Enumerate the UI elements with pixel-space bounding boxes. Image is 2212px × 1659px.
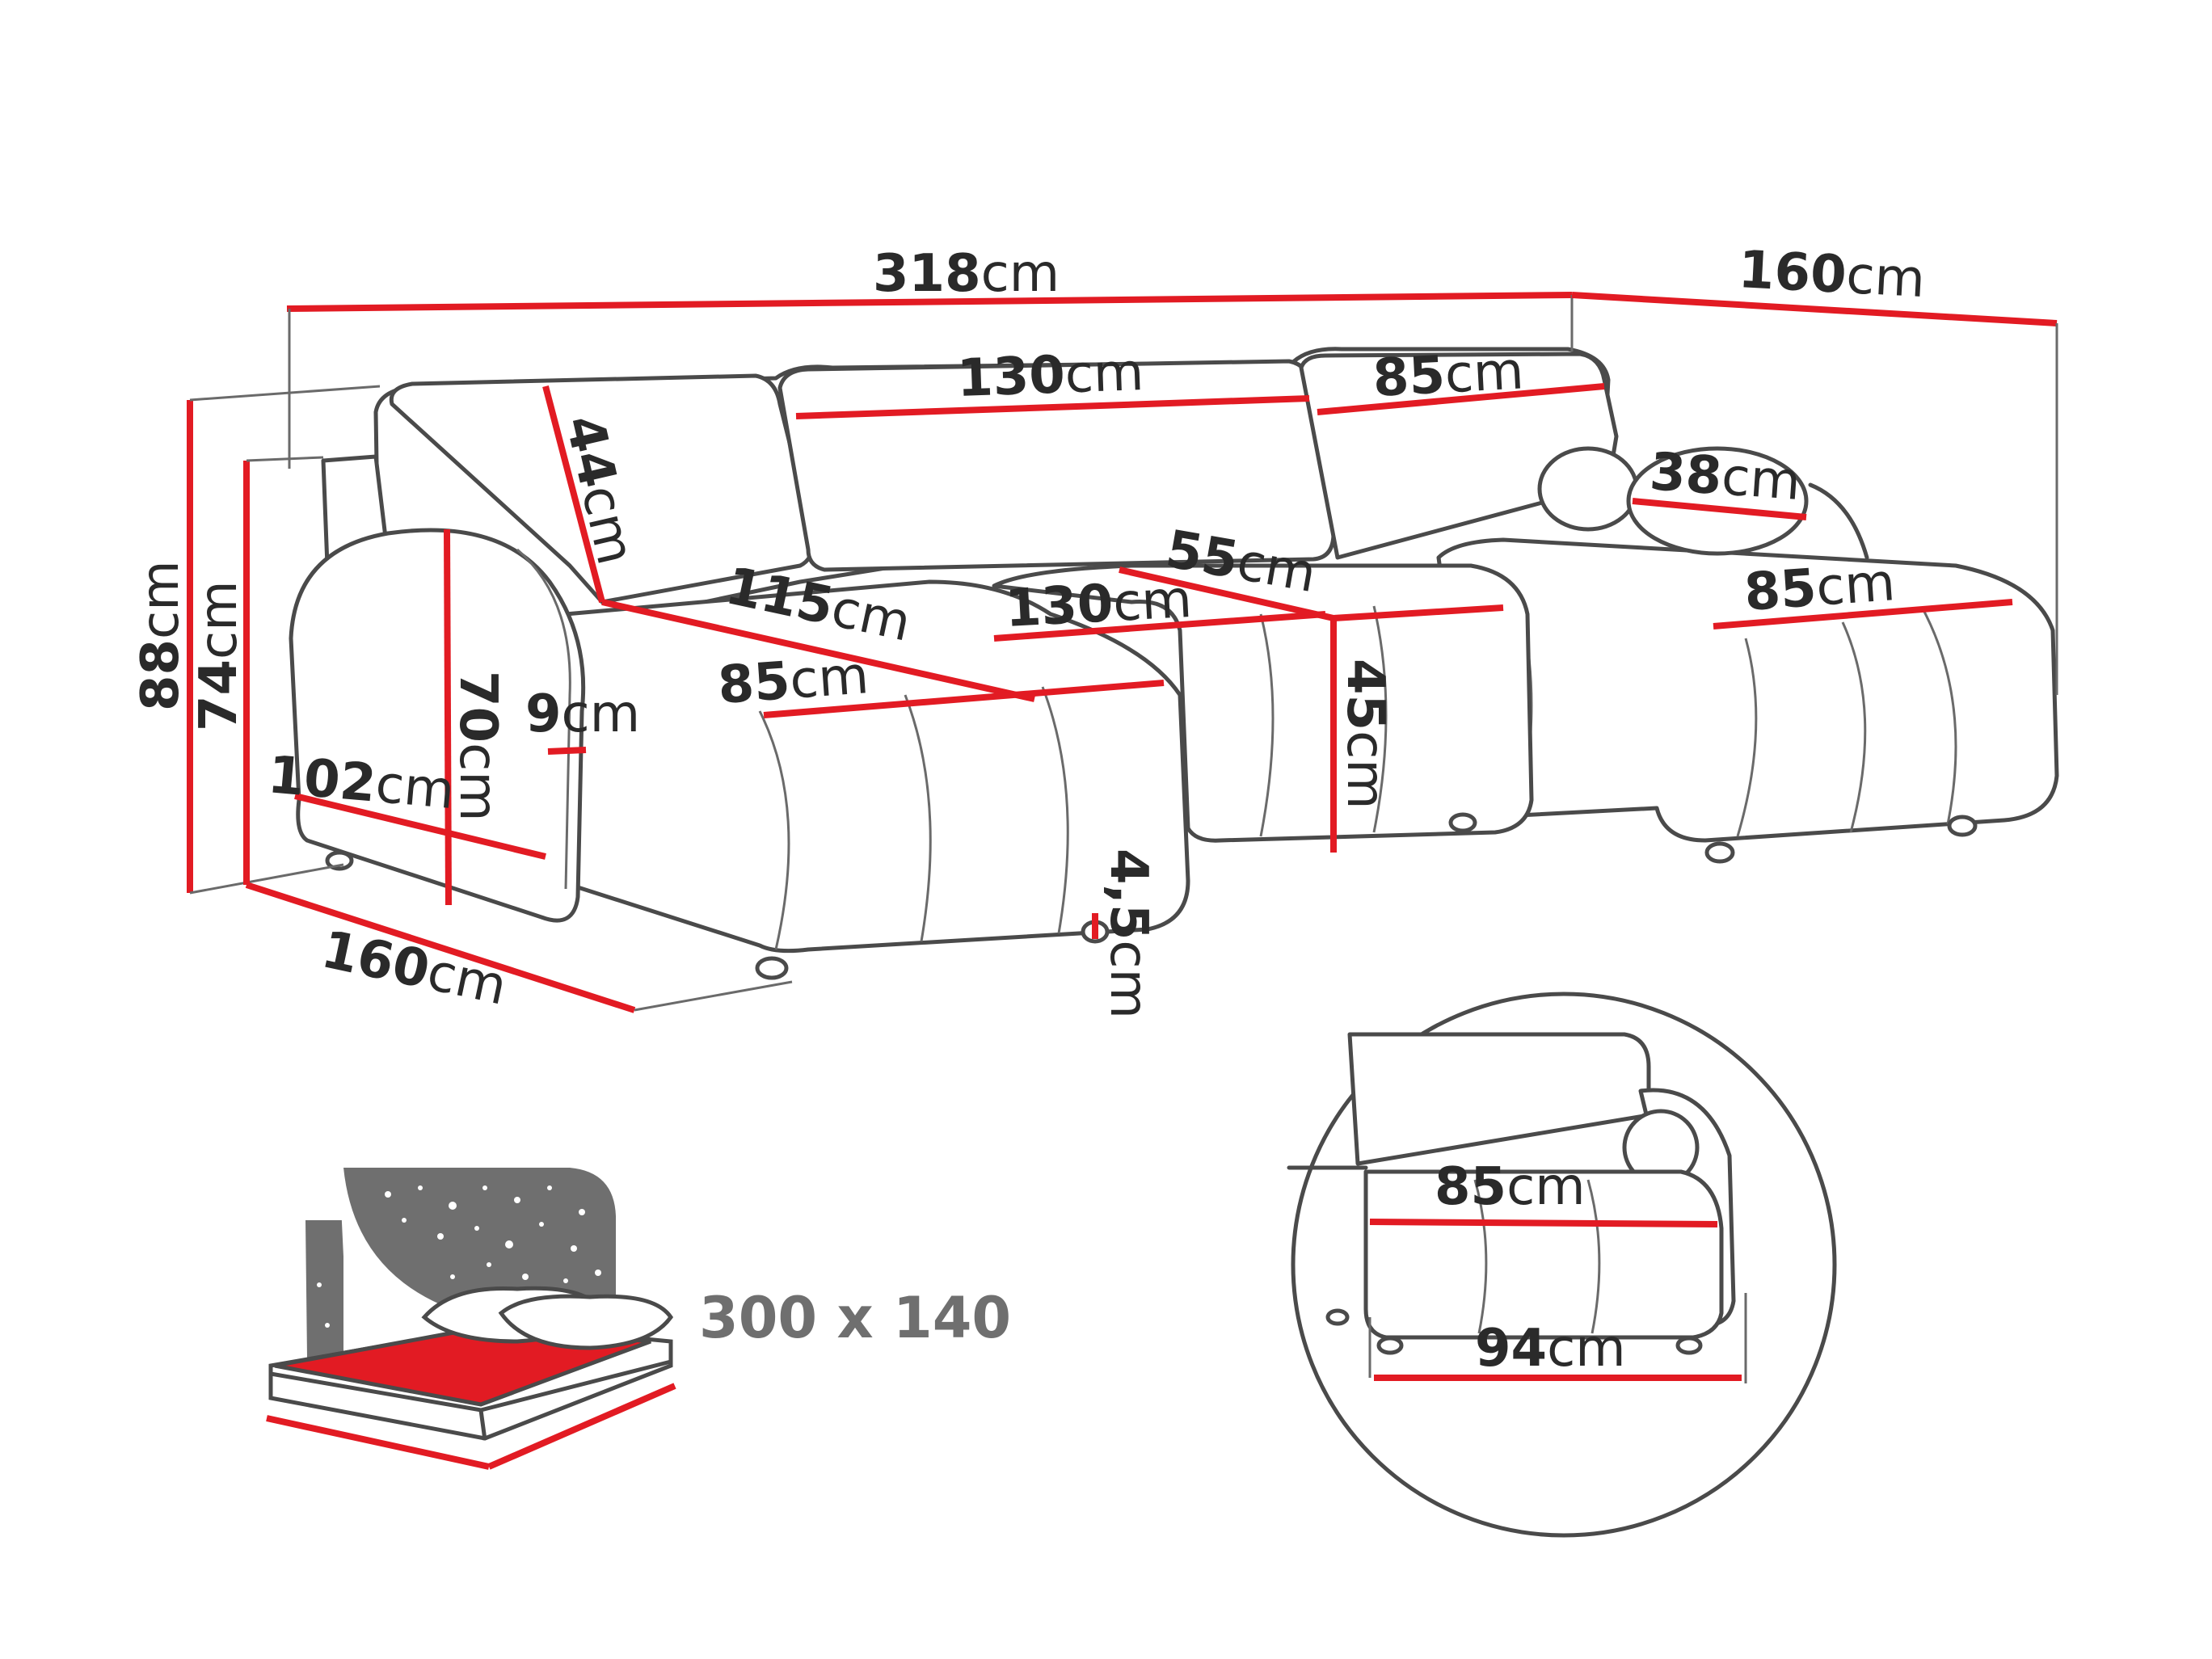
label-130-seat: 130cm	[1004, 570, 1194, 639]
detail-seam-1	[1473, 1179, 1488, 1334]
label-85-chaise: 85cm	[1742, 553, 1897, 623]
sofa-drawing	[289, 347, 2059, 980]
chaise-seam-3	[1922, 609, 1957, 825]
detail-foot-2	[1675, 1336, 1703, 1355]
detail-label-94: 94cm	[1475, 1319, 1626, 1379]
label-85-back: 85cm	[1371, 341, 1525, 409]
foot-5	[1704, 841, 1735, 864]
dim-line-85-left	[763, 680, 1165, 718]
label-85-left: 85cm	[716, 646, 870, 716]
dim-line-160-left	[245, 882, 636, 1013]
detail-label-85: 85cm	[1435, 1157, 1586, 1217]
stars	[317, 1185, 601, 1328]
foot-4	[1448, 812, 1477, 833]
dim-line-70	[444, 528, 452, 906]
armrest-inner-curve	[516, 548, 571, 890]
dim-line-55b	[1333, 604, 1504, 621]
ext-88-bottom	[189, 863, 344, 895]
ext-160-left	[634, 980, 793, 1012]
label-45: 45cm	[1335, 659, 1395, 810]
dimension-lines	[187, 292, 2058, 1013]
dim-line-318	[286, 292, 1573, 312]
ext-88-top	[189, 385, 381, 402]
seat-cushion-left	[555, 579, 1190, 954]
armrest-left	[289, 528, 586, 923]
label-74: 74cm	[189, 580, 249, 731]
foot-1	[325, 850, 354, 871]
backrest-cushion-left	[389, 373, 815, 604]
label-318: 318cm	[873, 244, 1060, 304]
label-9: 9cm	[525, 684, 640, 744]
dim-line-38	[1632, 498, 1807, 520]
label-88: 88cm	[131, 560, 191, 711]
dim-line-85-chaise	[1713, 599, 2013, 629]
sleeping-area-label: 300 x 140	[699, 1285, 1011, 1351]
label-70: 70cm	[448, 671, 508, 822]
seat-seam-middle-1	[1259, 613, 1275, 837]
label-55: 55cm	[1161, 520, 1321, 604]
dimension-labels: 318cm 160cm 130cm 85cm 38cm 44cm 115cm 1…	[131, 240, 1927, 1019]
seat-seam-left-2	[904, 694, 932, 942]
detail-dim-line-85	[1369, 1219, 1718, 1227]
chaise-arm-curve	[1808, 482, 1869, 560]
pillow-front	[1626, 446, 1809, 556]
dim-line-85-back	[1317, 383, 1605, 415]
dim-line-130-back	[795, 395, 1310, 419]
detail-foot-1	[1376, 1336, 1404, 1355]
sleeping-area: 300 x 140	[266, 1168, 1011, 1470]
dim-line-115	[601, 599, 1035, 702]
dim-line-102	[294, 793, 546, 860]
bed-dim-line	[266, 1415, 490, 1470]
label-38: 38cm	[1648, 442, 1802, 512]
label-130-back: 130cm	[956, 343, 1145, 409]
ext-74-top	[246, 456, 324, 462]
label-160-right: 160cm	[1737, 240, 1927, 309]
dim-line-9	[547, 747, 587, 755]
seat-seam-middle-2	[1372, 605, 1388, 833]
foot-2	[755, 956, 789, 980]
pillows-icon	[421, 1286, 674, 1350]
detail-view: 85cm 94cm	[1287, 992, 1837, 1538]
night-sky-icon	[305, 1168, 616, 1358]
seat-seam-left-3	[1041, 686, 1069, 934]
chaise-seam-2	[1841, 621, 1867, 833]
dim-line-55	[1119, 566, 1334, 621]
pillow-back	[1537, 446, 1639, 532]
seat-seam-left-1	[758, 710, 790, 950]
detail-foot-3	[1325, 1308, 1350, 1326]
dim-line-44	[542, 385, 605, 604]
label-4-5: 4,5cm	[1098, 848, 1158, 1019]
foot-6	[1947, 815, 1978, 837]
detail-seam-2	[1586, 1179, 1601, 1334]
chaise-seam-1	[1736, 638, 1758, 837]
dim-line-130-seat	[993, 611, 1326, 642]
label-160-left: 160cm	[317, 920, 512, 1017]
dim-line-160-right	[1571, 292, 2058, 326]
label-102: 102cm	[266, 745, 457, 821]
